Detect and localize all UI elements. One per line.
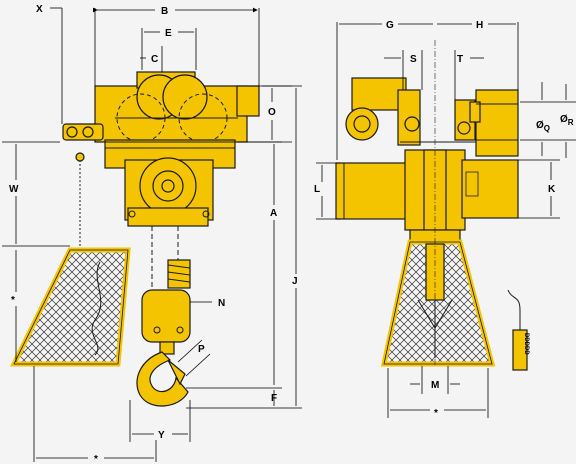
label-J: J bbox=[292, 276, 298, 287]
label-F: F bbox=[271, 393, 277, 404]
label-diameter-Q: ØQ bbox=[536, 120, 550, 133]
chain-bag bbox=[9, 247, 131, 367]
label-star-bottom: * bbox=[94, 454, 98, 464]
label-star-right: * bbox=[434, 408, 438, 419]
label-W: W bbox=[9, 184, 19, 195]
label-X: X bbox=[36, 4, 43, 15]
label-B: B bbox=[161, 6, 168, 17]
hoist-motor bbox=[335, 162, 409, 220]
label-diameter-R: ØR bbox=[560, 114, 574, 127]
trolley-wheel-right bbox=[162, 74, 208, 120]
label-E: E bbox=[165, 28, 172, 39]
label-K: K bbox=[548, 184, 556, 195]
label-M: M bbox=[431, 380, 439, 391]
label-Y: Y bbox=[158, 430, 165, 441]
side-view-dimensions: G H S T ØQ ØR L K bbox=[314, 20, 576, 419]
label-S: S bbox=[410, 54, 417, 65]
label-A: A bbox=[270, 208, 277, 219]
side-view: DDDDD bbox=[335, 40, 529, 371]
label-N: N bbox=[218, 298, 225, 309]
label-T: T bbox=[457, 54, 463, 65]
label-H: H bbox=[476, 20, 483, 31]
label-L: L bbox=[314, 184, 320, 195]
trolley-end-cap bbox=[236, 85, 260, 117]
pendant-cable bbox=[507, 289, 521, 330]
pendant-text: DDDDD bbox=[523, 333, 529, 355]
hook-block bbox=[141, 289, 191, 343]
side-trolley-gear bbox=[475, 89, 519, 157]
label-P: P bbox=[198, 344, 205, 355]
label-star-left: * bbox=[11, 295, 15, 306]
pendant-control bbox=[512, 329, 528, 371]
front-view bbox=[9, 71, 260, 407]
label-G: G bbox=[386, 20, 394, 31]
load-hook bbox=[136, 351, 189, 407]
front-view-dimensions: X B E C O W * A bbox=[2, 4, 302, 464]
label-O: O bbox=[268, 107, 276, 118]
label-C: C bbox=[151, 54, 158, 65]
